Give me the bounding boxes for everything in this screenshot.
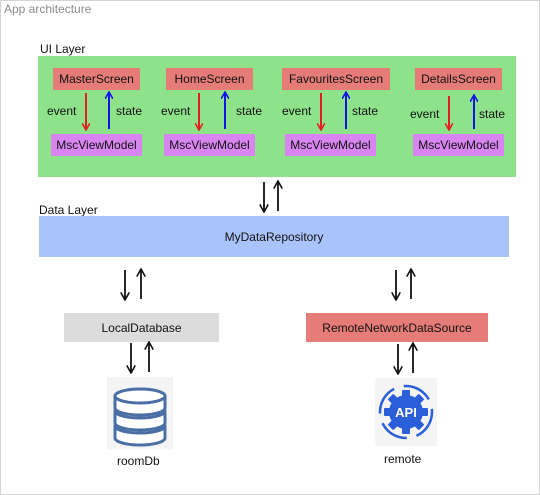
api-icon-text: API — [395, 405, 417, 420]
master-screen-box: MasterScreen — [53, 68, 140, 90]
repo-remote-bidirectional-arrow — [396, 270, 411, 299]
ui-layer-label: UI Layer — [40, 42, 86, 56]
details-screen-box: DetailsScreen — [415, 68, 502, 90]
state-label: state — [352, 104, 379, 118]
favourites-viewmodel-box: MscViewModel — [285, 134, 376, 156]
remote-caption: remote — [384, 452, 422, 466]
local-database-box: LocalDatabase — [64, 313, 219, 342]
state-label: state — [236, 104, 263, 118]
ui-data-bidirectional-arrow — [264, 182, 278, 211]
favourites-screen-box: FavouritesScreen — [282, 68, 390, 90]
master-viewmodel-box: MscViewModel — [51, 134, 142, 156]
home-screen-box: HomeScreen — [166, 68, 253, 90]
state-label: state — [479, 107, 506, 121]
api-gear-icon: API — [375, 378, 437, 446]
remote-datasource-box: RemoteNetworkDataSource — [306, 313, 488, 342]
repository-box: MyDataRepository — [39, 216, 509, 257]
event-label: event — [47, 104, 77, 118]
details-viewmodel-box: MscViewModel — [413, 134, 504, 156]
state-label: state — [116, 104, 143, 118]
event-label: event — [410, 107, 440, 121]
event-label: event — [282, 104, 312, 118]
repo-local-bidirectional-arrow — [125, 270, 141, 299]
local-db-bidirectional-arrow — [131, 343, 149, 372]
local-caption: roomDb — [117, 454, 160, 468]
frame-title: App architecture — [4, 2, 92, 16]
database-icon — [107, 377, 173, 449]
event-label: event — [161, 104, 191, 118]
home-viewmodel-box: MscViewModel — [164, 134, 255, 156]
data-layer-label: Data Layer — [39, 203, 98, 217]
remote-api-bidirectional-arrow — [398, 344, 413, 373]
